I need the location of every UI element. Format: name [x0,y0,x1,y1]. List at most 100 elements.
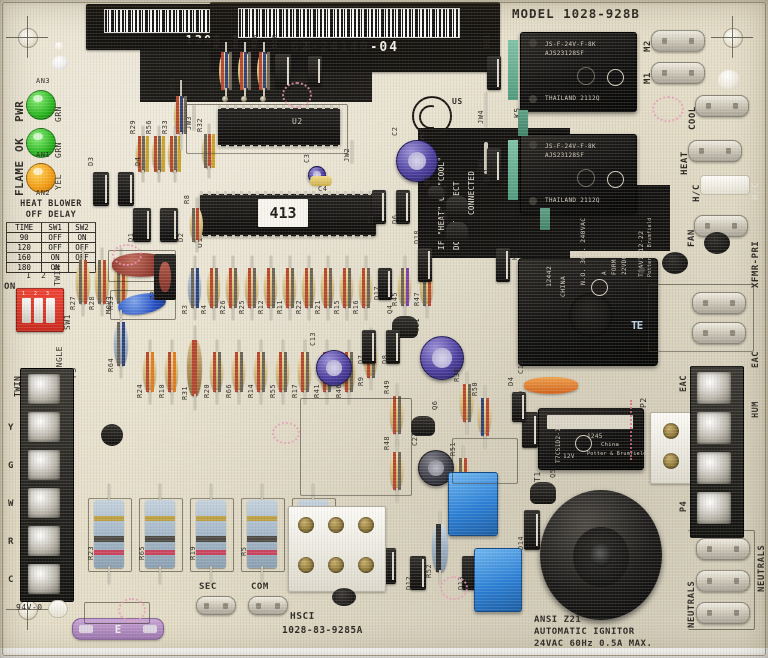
board-bottom-edge [0,648,768,658]
hsci-pin-3[interactable] [358,517,374,533]
diode-d3 [93,172,109,206]
terminal-label-c: C [8,575,14,585]
resistor-r22 [302,256,315,320]
resistor-r19 [196,484,226,584]
hsci-pin-2[interactable] [328,517,344,533]
rating-line-3: 24VAC 60Hz 0.5A MAX. [534,639,653,649]
terminal-screw-y[interactable] [28,412,60,442]
relay-k1-te-logo: TE [631,319,643,332]
terminal-screw-3[interactable] [697,452,731,484]
hsci-connector[interactable] [288,506,386,592]
cap-c21 [420,336,464,380]
dip-toggle-2[interactable] [34,298,43,323]
relay-k2: T7CS1D2-12 1245 China Potter & Brumfield… [538,408,647,470]
relay-k2-lot: 1245 [587,433,603,440]
diode-d2 [160,208,178,242]
silk-outline-relay-k2 [300,398,412,496]
resistor-r30 [257,42,270,100]
relay-k5-pin-a [529,39,537,47]
cap-blue-film-2 [448,472,498,536]
terminal-screw-p4[interactable] [697,492,731,524]
silk-black-region-1 [140,38,372,102]
terminal-screw-r[interactable] [28,526,60,556]
fuse-cap-right [143,625,157,633]
p2-pin-1[interactable] [663,423,679,439]
hsci-pin-1[interactable] [298,517,314,533]
spade-xfmr-pri-1[interactable] [692,292,746,314]
terminal-screw-g[interactable] [28,450,60,480]
diode-d4 [118,172,134,206]
relay-k2-brand: Potter & Brumfield [587,451,647,457]
resistor-r23 [94,484,124,584]
terminal-screw-eac[interactable] [697,372,731,404]
fuse-silk-outline [84,602,150,624]
hsci-pin-6[interactable] [358,557,374,573]
resistor-r32 [202,124,215,178]
resistor-r27 [76,248,90,316]
resistor-r40 [238,42,251,100]
transformer-t1 [540,490,662,620]
diode-d11 [487,148,501,184]
transistor-q3 [428,186,444,200]
relay-k4-line-1: JS-F-24V-F-8K [545,143,596,150]
rating-line-1: ANSI Z21 [534,615,582,625]
diode-d6 [396,190,410,224]
resist-mark-1 [282,82,312,108]
resistor-r26 [226,256,239,320]
diode-d14 [524,510,540,550]
terminal-screw-twin[interactable] [28,374,60,404]
connector-p2[interactable] [650,412,692,484]
spade-cool[interactable] [695,95,749,117]
dip-toggle-3[interactable] [46,298,55,323]
relay-k5-line-1: JS-F-24V-F-8K [545,41,596,48]
resistor-r65 [145,484,175,584]
ic-u1-pins-top [200,191,376,195]
heat-blower-title-2: OFF DELAY [25,209,77,220]
relay-k5-line-2: AJS23128SF [545,50,585,57]
fiducial-line-v-tl [27,16,28,58]
spade-com[interactable] [248,596,288,615]
transistor-q6 [411,416,435,436]
spade-hc-shroud[interactable] [700,175,750,195]
resistor-r38 [460,372,473,434]
p2-pin-2[interactable] [663,453,679,469]
relay-k4-line-2: AJS23128SF [545,152,585,159]
low-voltage-terminal-block[interactable] [20,368,74,602]
spade-neutral-3[interactable] [696,602,750,624]
cap-c13 [316,350,352,386]
dip-toggle-1[interactable] [22,298,31,323]
silk-outline-misc-1 [452,438,518,484]
resistor-r17 [298,340,311,404]
relay-k5-line-3: THAILAND 2112Q [545,95,600,102]
dip-switch-sw1[interactable]: 1 2 3 [16,288,64,332]
terminal-screw-w[interactable] [28,488,60,518]
white-stub-bl [48,600,68,618]
pad-r39 [222,96,228,102]
spade-m1[interactable] [651,62,705,84]
spade-neutral-1[interactable] [696,538,750,560]
hsci-pin-4[interactable] [298,557,314,573]
spade-m2[interactable] [651,30,705,52]
spade-sec[interactable] [196,596,236,615]
hsci-label-line2: 1028-83-9285A [282,625,363,636]
resistor-r25 [245,256,258,320]
resistor-r56 [152,126,165,182]
fiducial-line-v-bl [27,588,28,630]
terminal-screw-hum[interactable] [697,412,731,444]
mount-stud-right [662,252,688,274]
fiducial-line-v-tr [732,16,733,58]
spade-neutral-2[interactable] [696,570,750,592]
spade-xfmr-pri-2[interactable] [692,322,746,344]
relay-k4-bottom-pad [540,208,550,230]
resistor-r66 [232,340,245,404]
resist-mark-6 [630,400,644,460]
resistor-r29 [136,126,149,182]
resistor-r3 [188,256,201,320]
diode-d4b [512,392,526,422]
resistor-r28 [95,248,109,316]
hsci-pin-5[interactable] [328,557,344,573]
terminal-screw-c[interactable] [28,564,60,594]
spade-heat[interactable] [688,140,742,162]
